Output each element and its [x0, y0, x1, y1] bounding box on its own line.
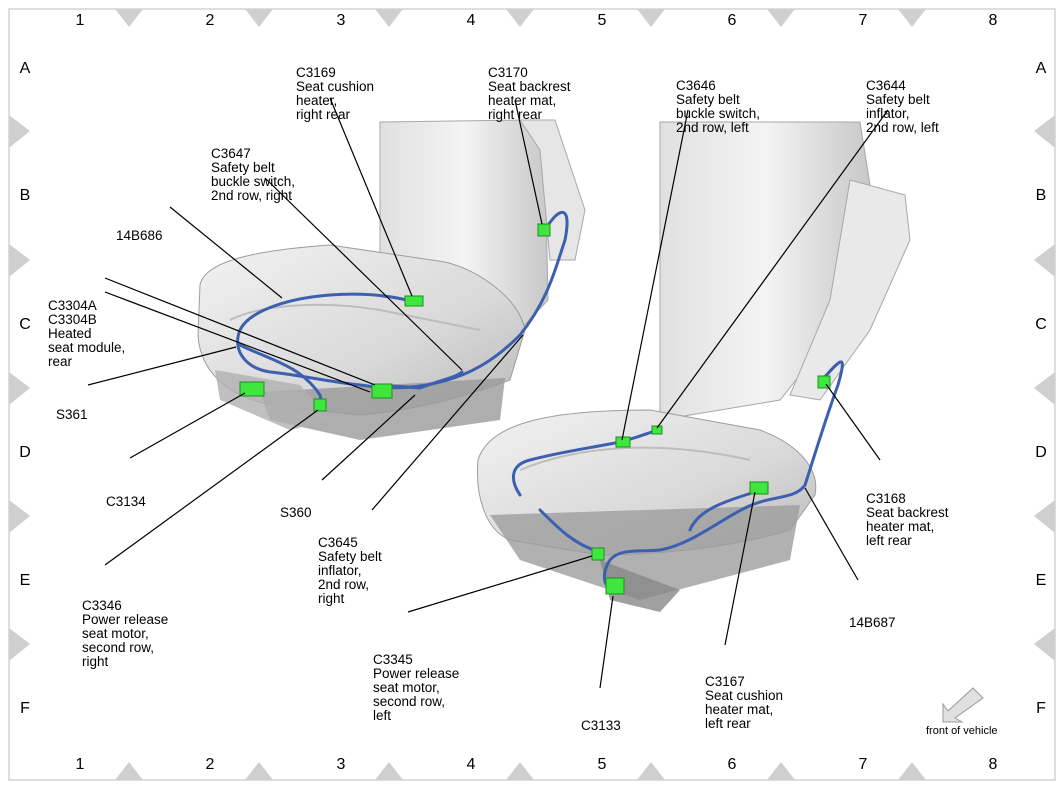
grid-row-left-E: E	[19, 572, 31, 589]
grid-row-left-F: F	[20, 700, 30, 717]
connector-c3133	[605, 577, 625, 595]
grid-col-bottom-5: 5	[597, 756, 607, 773]
grid-col-bottom-4: 4	[466, 756, 476, 773]
grid-row-left-A: A	[19, 60, 31, 77]
connector-c3646	[615, 436, 631, 448]
connector-c3345	[591, 547, 605, 561]
frame-markers	[9, 9, 1055, 780]
grid-col-bottom-6: 6	[727, 756, 737, 773]
label-s360: S360	[280, 505, 312, 520]
grid-col-top-3: 3	[336, 12, 346, 29]
grid-row-left-B: B	[19, 187, 31, 204]
label-14b686: 14B686	[116, 228, 163, 243]
left-seat	[476, 121, 911, 612]
grid-row-right-D: D	[1035, 444, 1047, 461]
grid-col-top-5: 5	[597, 12, 607, 29]
grid-row-left-D: D	[19, 444, 31, 461]
connector-c3167	[749, 481, 769, 495]
grid-row-right-C: C	[1035, 316, 1047, 333]
label-14b687: 14B687	[849, 615, 896, 630]
grid-row-right-A: A	[1035, 60, 1047, 77]
connector-c3346	[313, 398, 327, 412]
grid-col-bottom-8: 8	[988, 756, 998, 773]
label-c3134: C3134	[106, 494, 146, 509]
grid-row-left-C: C	[19, 316, 31, 333]
grid-col-bottom-1: 1	[75, 756, 85, 773]
connector-c3169	[404, 295, 424, 307]
grid-row-right-E: E	[1035, 572, 1047, 589]
grid-col-top-8: 8	[988, 12, 998, 29]
grid-col-top-4: 4	[466, 12, 476, 29]
label-s361: S361	[56, 407, 88, 422]
harness-14b686	[236, 210, 569, 407]
connector-c3134	[239, 381, 265, 397]
label-c3133: C3133	[581, 718, 621, 733]
grid-col-bottom-2: 2	[205, 756, 215, 773]
connector-c3644	[651, 425, 663, 435]
grid-col-top-1: 1	[75, 12, 85, 29]
grid-col-bottom-7: 7	[858, 756, 868, 773]
front-of-vehicle-arrow-icon	[942, 687, 984, 723]
harness-14b687	[511, 360, 844, 588]
leader-lines	[87, 97, 889, 689]
grid-col-top-6: 6	[727, 12, 737, 29]
grid-col-top-7: 7	[858, 12, 868, 29]
front-of-vehicle-label: front of vehicle	[926, 725, 998, 737]
connector-c3304	[371, 383, 393, 399]
connector-c3170	[537, 223, 551, 237]
grid-col-top-2: 2	[205, 12, 215, 29]
grid-col-bottom-3: 3	[336, 756, 346, 773]
grid-row-right-F: F	[1036, 700, 1046, 717]
connectors	[239, 223, 831, 595]
grid-row-right-B: B	[1035, 187, 1047, 204]
